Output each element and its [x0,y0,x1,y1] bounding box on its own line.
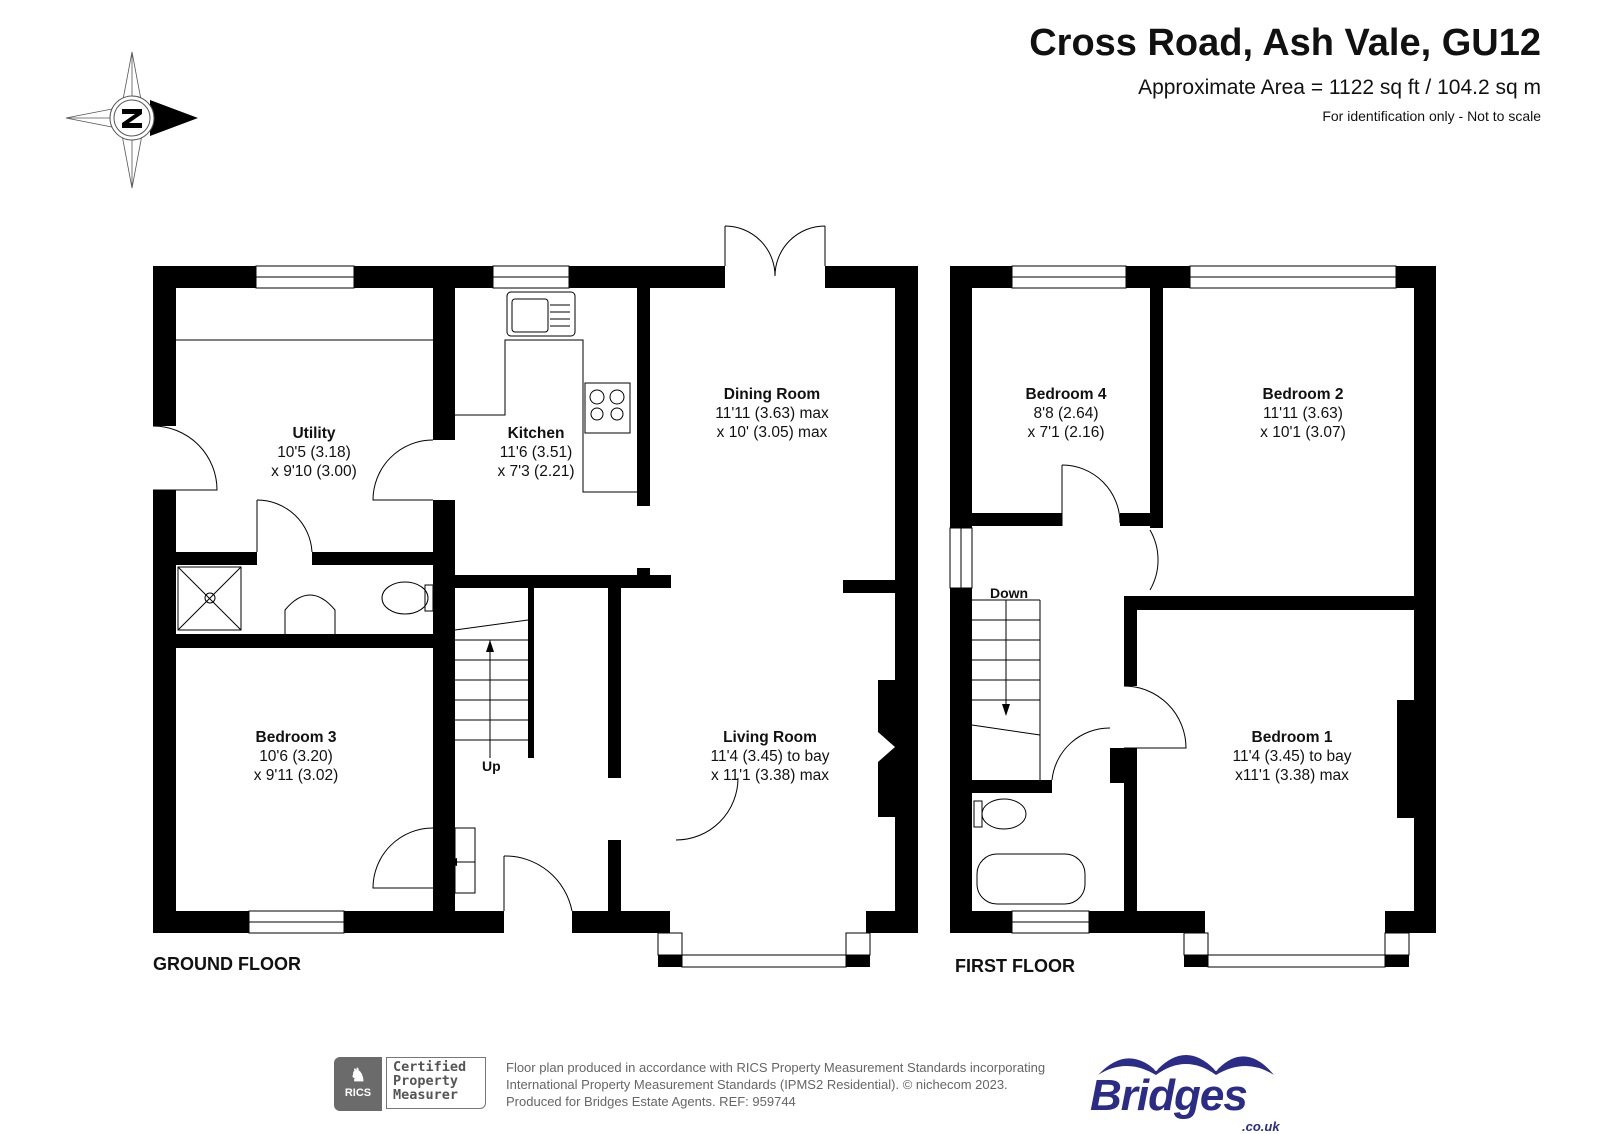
room-dimension: 8'8 (2.64) [1033,405,1099,422]
badge-line: Property [393,1073,459,1089]
room-dimension: 10'5 (3.18) [277,444,351,461]
room-dimension: x 10'1 (3.07) [1260,424,1346,441]
room-dimension: x 7'1 (2.16) [1027,424,1105,441]
room-name: Dining Room [723,386,821,403]
room-bedroom-2: Bedroom 2 11'11 (3.63) x 10'1 (3.07) [1260,385,1346,442]
room-name: Bedroom 3 [255,729,337,746]
room-dimension: x 9'11 (3.02) [253,767,339,784]
room-name: Kitchen [507,425,565,442]
rics-logo: ♞ RICS [334,1057,382,1111]
room-living-room: Living Room 11'4 (3.45) to bay x 11'1 (3… [711,728,830,785]
room-bedroom-1: Bedroom 1 11'4 (3.45) to bay x11'1 (3.38… [1233,728,1352,785]
rics-brand: RICS [344,1087,372,1099]
first-floor-label: FIRST FLOOR [955,956,1075,976]
room-name: Bedroom 4 [1025,386,1107,403]
footer-line: Floor plan produced in accordance with R… [506,1060,1046,1075]
room-name: Bedroom 1 [1251,729,1333,746]
footer-line: Produced for Bridges Estate Agents. REF:… [506,1094,796,1109]
rics-badge-text: Certified Property Measurer [386,1057,486,1109]
room-dimension: x 7'3 (2.21) [497,463,575,480]
stairs-up-label: Up [482,758,501,774]
footer-disclaimer: Floor plan produced in accordance with R… [506,1059,1045,1110]
room-dimension: 11'11 (3.63) max [715,405,829,422]
scale-disclaimer: For identification only - Not to scale [1322,108,1541,124]
north-arrow-compass-icon [65,51,198,189]
room-kitchen: Kitchen 11'6 (3.51) x 7'3 (2.21) [497,424,574,481]
room-name: Utility [292,425,336,442]
ground-floor-label: GROUND FLOOR [153,954,301,974]
rics-lion-icon: ♞ [349,1065,367,1085]
bridges-logo: Bridges .co.uk [1090,1047,1280,1134]
room-dimension: 11'4 (3.45) to bay [1232,748,1352,765]
bridges-wordmark: Bridges [1090,1071,1248,1120]
room-name: Bedroom 2 [1262,386,1344,403]
room-dimension: x 10' (3.05) max [716,424,828,441]
badge-line: Certified [393,1059,467,1075]
room-dimension: 11'4 (3.45) to bay [710,748,830,765]
rics-certified-badge: ♞ RICS Certified Property Measurer [334,1057,494,1111]
approximate-area: Approximate Area = 1122 sq ft / 104.2 sq… [1138,76,1541,99]
room-name: Living Room [723,729,817,746]
room-dimension: x 9'10 (3.00) [271,463,357,480]
room-dimension: x 11'1 (3.38) max [710,767,830,784]
room-bedroom-3: Bedroom 3 10'6 (3.20) x 9'11 (3.02) [254,728,339,785]
badge-line: Measurer [393,1087,459,1103]
footer-line: International Property Measurement Stand… [506,1077,1008,1092]
room-dimension: 11'11 (3.63) [1263,405,1343,422]
room-bedroom-4: Bedroom 4 8'8 (2.64) x 7'1 (2.16) [1026,385,1107,442]
room-dining-room: Dining Room 11'11 (3.63) max x 10' (3.05… [715,385,829,442]
bridges-arches-icon [1098,1055,1274,1075]
property-title: Cross Road, Ash Vale, GU12 [1029,22,1541,64]
room-dimension: x11'1 (3.38) max [1235,767,1349,784]
room-dimension: 11'6 (3.51) [499,444,573,461]
room-dimension: 10'6 (3.20) [259,748,333,765]
stairs-down-label: Down [990,585,1029,601]
bridges-domain: .co.uk [1242,1119,1280,1134]
room-utility: Utility 10'5 (3.18) x 9'10 (3.00) [271,424,357,481]
